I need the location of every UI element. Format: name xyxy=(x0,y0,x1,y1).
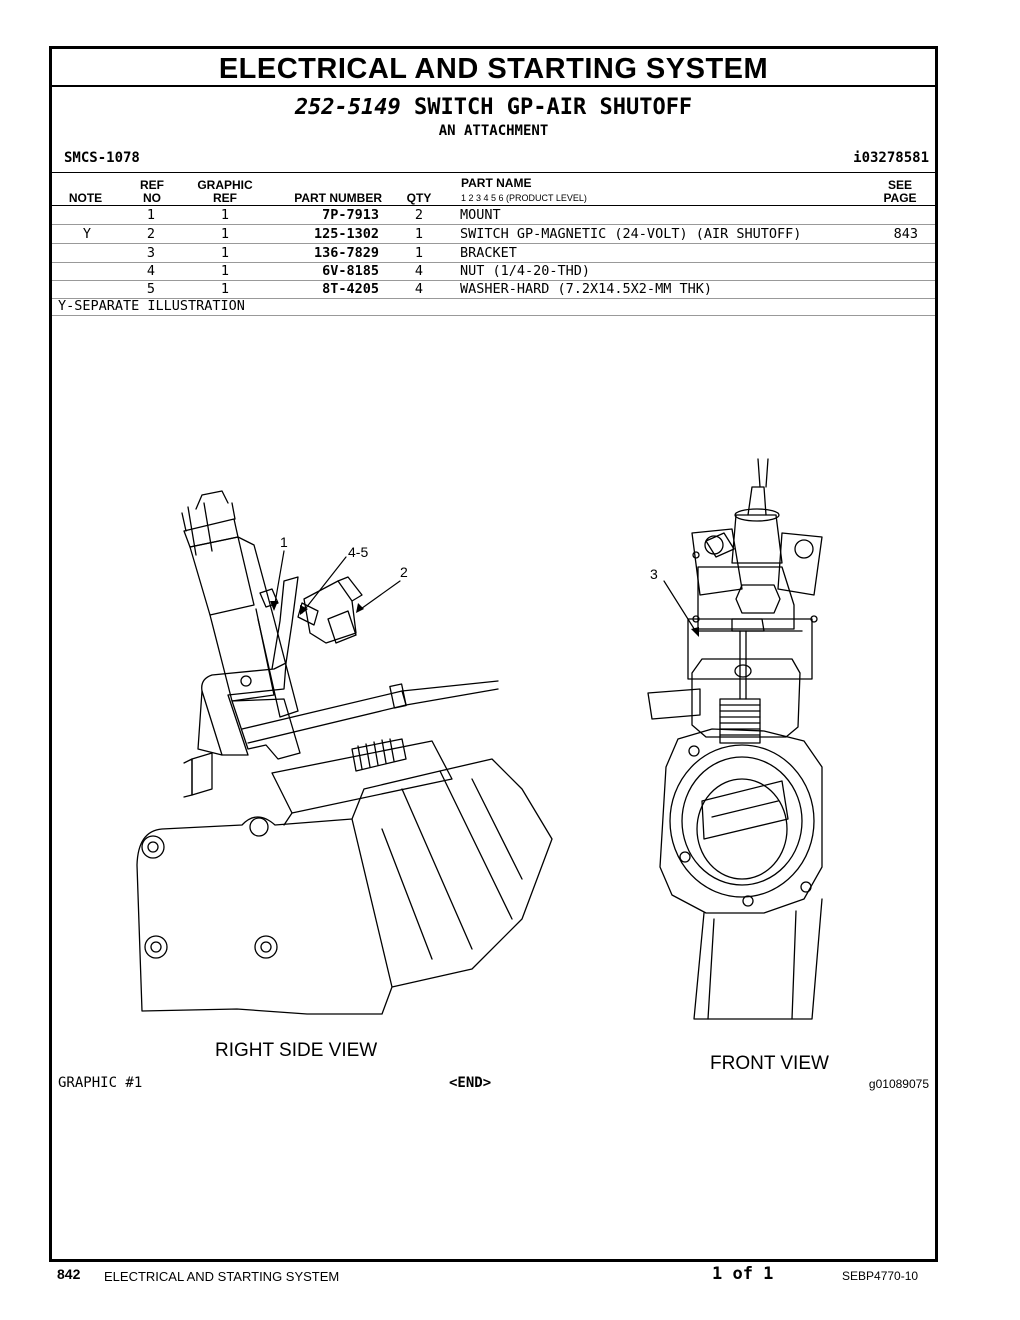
cell-part-name: WASHER-HARD (7.2X14.5X2-MM THK) xyxy=(460,281,712,297)
col-see-header-top: SEE xyxy=(887,178,912,192)
col-part-number-header: PART NUMBER xyxy=(294,191,382,205)
right-side-view-drawing xyxy=(136,490,553,1015)
callout-2: 2 xyxy=(400,564,408,580)
footnote: Y-SEPARATE ILLUSTRATION xyxy=(58,298,245,314)
table-row: 5 1 8T-4205 4 WASHER-HARD (7.2X14.5X2-MM… xyxy=(52,280,935,299)
cell-part-name: SWITCH GP-MAGNETIC (24-VOLT) (AIR SHUTOF… xyxy=(460,226,802,242)
callout-1: 1 xyxy=(280,534,288,550)
cell-part-number[interactable]: 8T-4205 xyxy=(322,281,379,297)
cell-part-name: NUT (1/4-20-THD) xyxy=(460,263,591,279)
callout-leaders xyxy=(273,550,699,636)
cell-graphic-ref: 1 xyxy=(220,207,230,223)
cell-qty: 4 xyxy=(414,263,424,279)
cell-ref: 5 xyxy=(146,281,156,297)
table-header-bottom-rule xyxy=(52,205,935,206)
view-label-front: FRONT VIEW xyxy=(710,1053,829,1074)
cell-see-page[interactable]: 843 xyxy=(893,226,918,242)
callout-4-5: 4-5 xyxy=(348,544,368,560)
cell-graphic-ref: 1 xyxy=(220,226,230,242)
page-frame: ELECTRICAL AND STARTING SYSTEM 252-5149 … xyxy=(49,46,938,1262)
front-view-drawing xyxy=(647,458,823,1020)
col-graphic-header-bottom: REF xyxy=(213,191,237,205)
cell-ref: 2 xyxy=(146,226,156,242)
table-row: Y 2 1 125-1302 1 SWITCH GP-MAGNETIC (24-… xyxy=(52,225,935,244)
cell-part-number[interactable]: 136-7829 xyxy=(313,245,379,261)
view-label-right-side: RIGHT SIDE VIEW xyxy=(215,1040,377,1061)
col-note-header: NOTE xyxy=(68,191,103,205)
group-subtitle: AN ATTACHMENT xyxy=(438,123,549,139)
graphic-label: GRAPHIC #1 xyxy=(58,1075,143,1091)
cell-qty: 2 xyxy=(414,207,424,223)
col-graphic-header-top: GRAPHIC xyxy=(197,178,253,192)
col-ref-header-bottom: NO xyxy=(143,191,161,205)
page-of-indicator: 1 of 1 xyxy=(712,1264,774,1284)
group-number: 252-5149 xyxy=(294,95,401,120)
end-marker: <END> xyxy=(449,1075,492,1091)
smcs-code: SMCS-1078 xyxy=(64,150,140,166)
callout-3: 3 xyxy=(650,566,658,582)
cell-part-number[interactable]: 7P-7913 xyxy=(322,207,379,223)
col-ref-header-top: REF xyxy=(140,178,164,192)
graphic-id: g01089075 xyxy=(868,1077,929,1091)
section-title: ELECTRICAL AND STARTING SYSTEM xyxy=(52,51,935,87)
cell-graphic-ref: 1 xyxy=(220,245,230,261)
table-row: 3 1 136-7829 1 BRACKET xyxy=(52,244,935,263)
group-name: SWITCH GP-AIR SHUTOFF xyxy=(414,95,693,120)
table-row: 1 1 7P-7913 2 MOUNT xyxy=(52,206,935,225)
cell-qty: 1 xyxy=(414,245,424,261)
col-part-name-header: PART NAME xyxy=(461,176,532,190)
cell-note: Y xyxy=(82,226,92,242)
cell-part-number[interactable]: 6V-8185 xyxy=(322,263,379,279)
group-title: 252-5149 SWITCH GP-AIR SHUTOFF xyxy=(52,95,935,120)
table-row: 4 1 6V-8185 4 NUT (1/4-20-THD) xyxy=(52,262,935,281)
cell-ref: 1 xyxy=(146,207,156,223)
cell-part-name: MOUNT xyxy=(460,207,501,223)
info-ref-id: i03278581 xyxy=(853,150,929,166)
cell-qty: 4 xyxy=(414,281,424,297)
cell-graphic-ref: 1 xyxy=(220,263,230,279)
footnote-rule xyxy=(52,315,935,316)
page-number: 842 xyxy=(57,1266,81,1282)
product-level-labels: 1 2 3 4 5 6 (PRODUCT LEVEL) xyxy=(461,193,587,203)
col-qty-header: QTY xyxy=(406,191,432,205)
col-see-header-bottom: PAGE xyxy=(883,191,917,205)
cell-qty: 1 xyxy=(414,226,424,242)
cell-ref: 3 xyxy=(146,245,156,261)
footer-title: ELECTRICAL AND STARTING SYSTEM xyxy=(104,1269,340,1284)
cell-part-number[interactable]: 125-1302 xyxy=(313,226,379,242)
parts-illustration: 1 4-5 2 3 RIGHT SIDE VIEW FRONT VIEW xyxy=(136,458,829,1074)
cell-part-name: BRACKET xyxy=(460,245,517,261)
cell-graphic-ref: 1 xyxy=(220,281,230,297)
cell-ref: 4 xyxy=(146,263,156,279)
table-header-top-rule xyxy=(52,172,935,173)
publication-number: SEBP4770-10 xyxy=(842,1269,919,1283)
